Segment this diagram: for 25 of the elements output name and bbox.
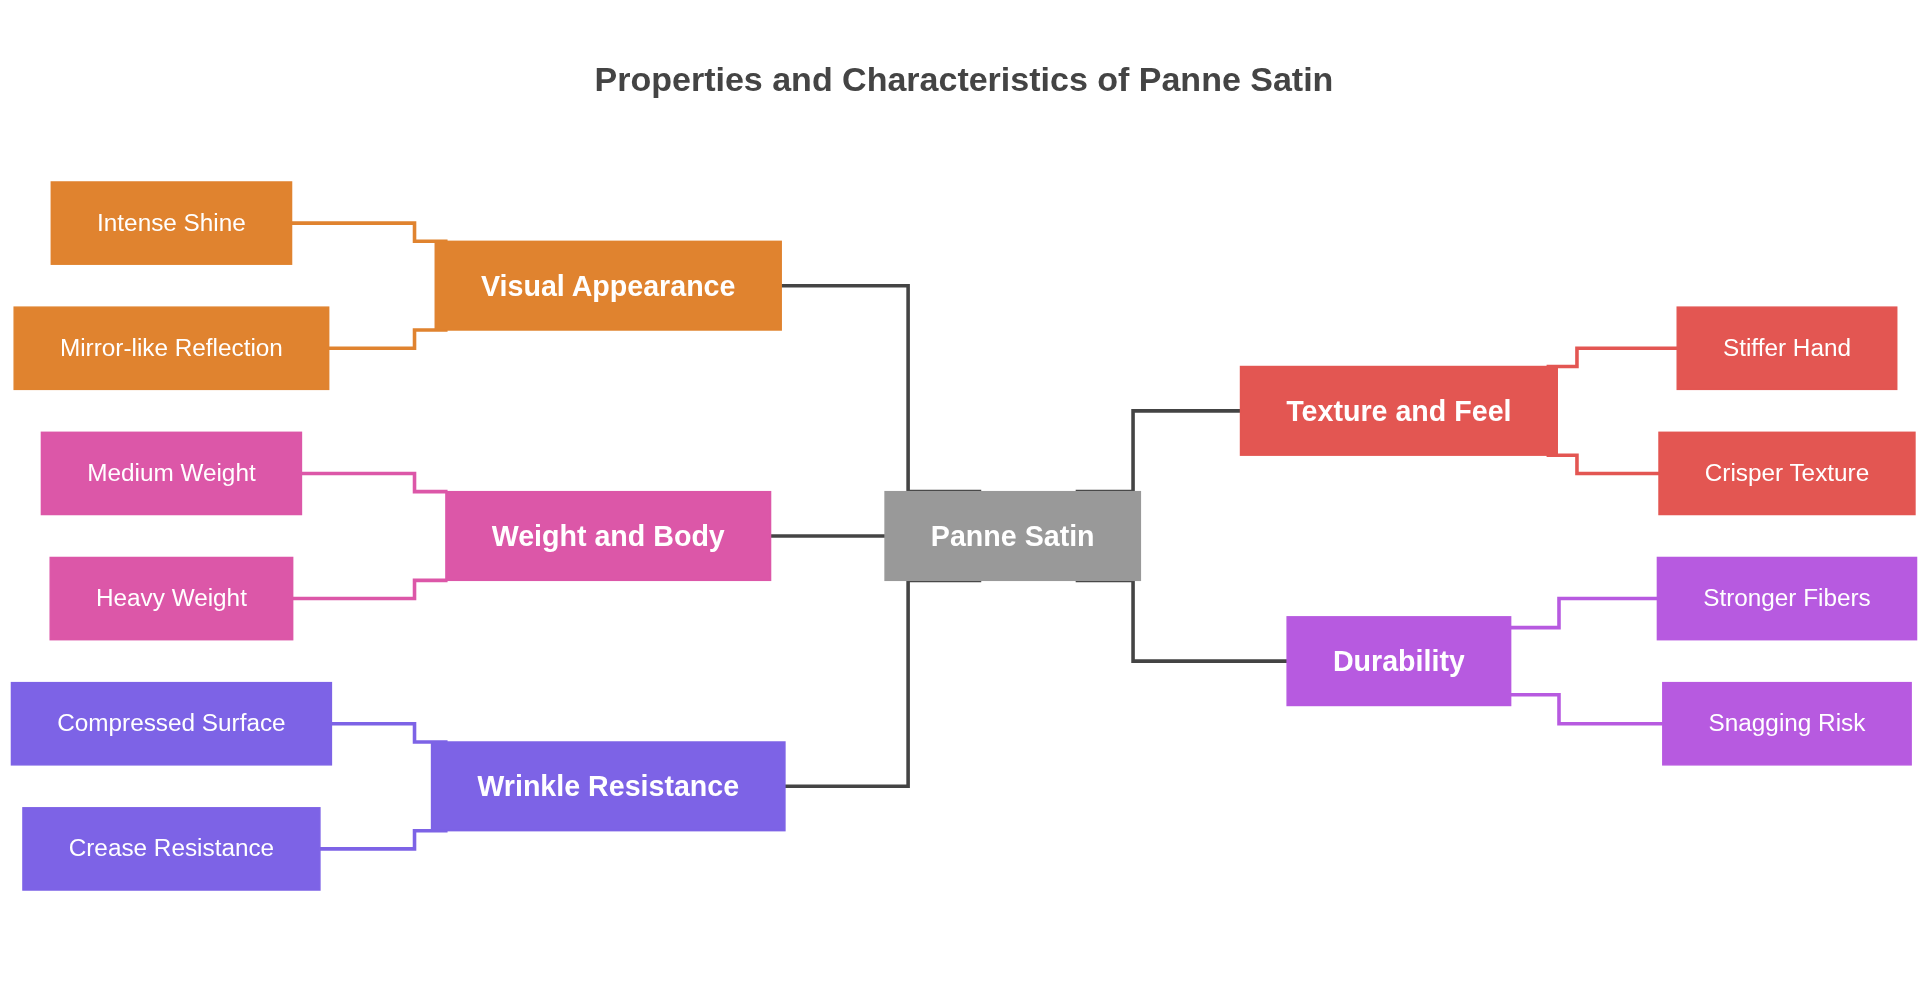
connector [319,828,448,851]
node-box: Crease Resistance [22,807,321,891]
connector [301,471,448,494]
connector [1546,346,1678,369]
node-box: Durability [1286,616,1512,707]
node-box: Crisper Texture [1658,431,1916,516]
node-box: Wrinkle Resistance [430,741,786,832]
node-box: Snagging Risk [1662,681,1912,766]
connector [1510,692,1663,726]
node-box: Heavy Weight [49,556,294,641]
node-box: Stronger Fibers [1656,556,1918,641]
node-box: Texture and Feel [1239,365,1558,456]
node-box: Visual Appearance [434,240,782,331]
connector [1510,596,1658,630]
node-box: Intense Shine [50,181,293,265]
node-box: Weight and Body [445,490,772,582]
diagram-title: Properties and Characteristics of Panne Satin [593,60,1335,99]
node-box: Panne Satin [884,490,1142,582]
connector [291,221,448,244]
node-box: Compressed Surface [10,681,333,766]
node-box: Mirror-like Reflection [13,306,330,391]
connector [770,534,886,538]
connector [292,578,448,601]
node-box: Medium Weight [40,431,303,516]
node-box: Stiffer Hand [1676,306,1898,391]
